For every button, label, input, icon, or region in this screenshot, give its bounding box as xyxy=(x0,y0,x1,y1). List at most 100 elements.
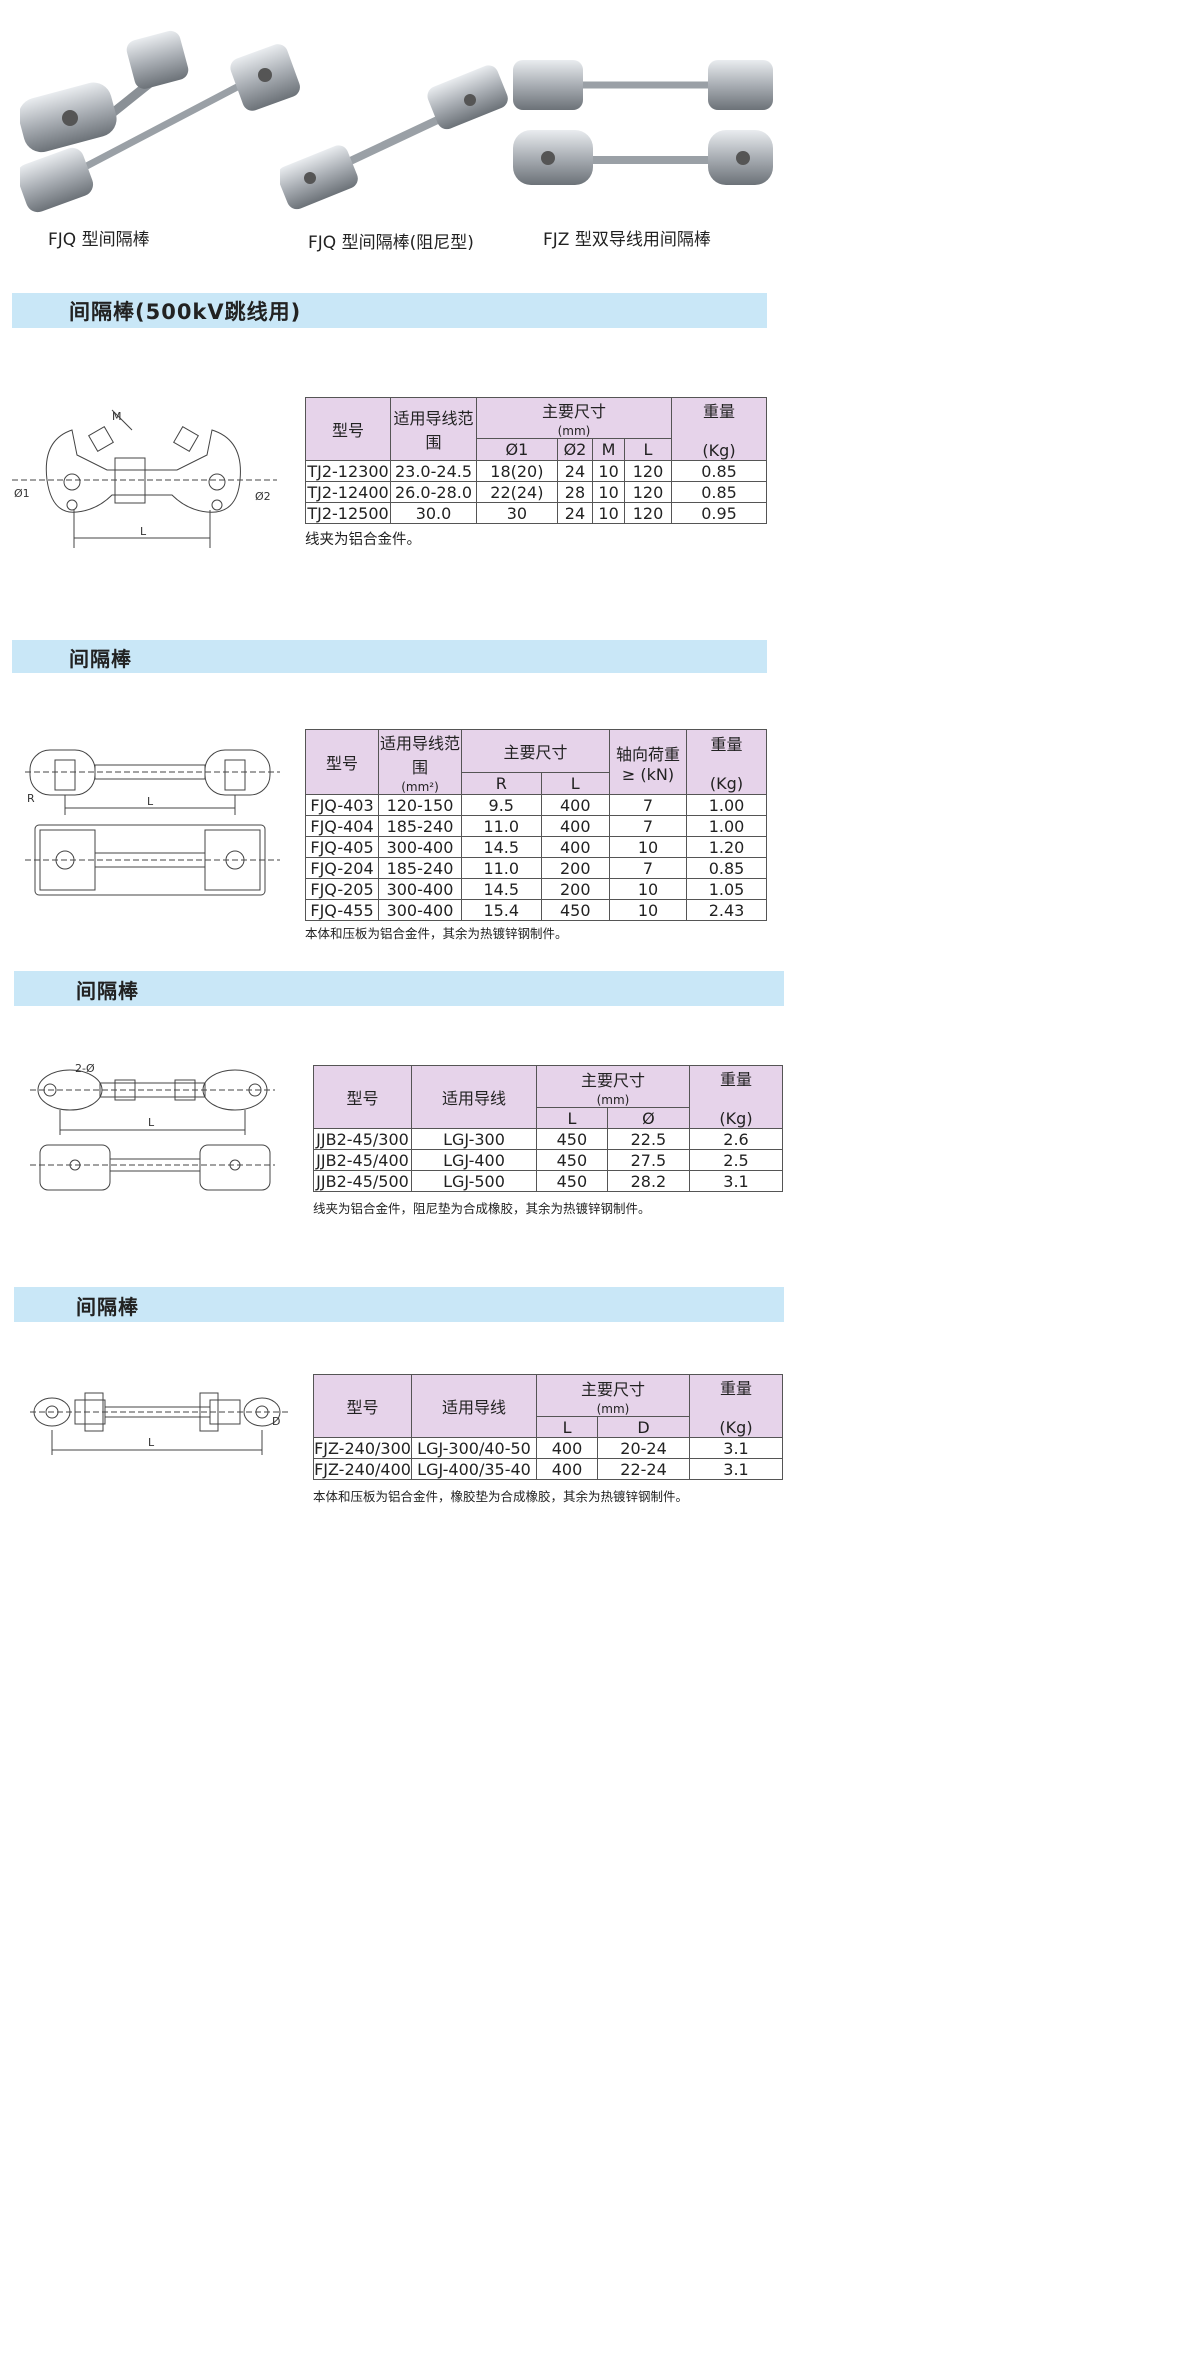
section-1-header: 间隔棒(500kV跳线用) xyxy=(12,293,767,328)
cell: LGJ-300 xyxy=(411,1128,537,1150)
header-col-r: R xyxy=(461,772,542,795)
header-weight: 重量 (Kg) xyxy=(671,397,767,461)
cell: 22-24 xyxy=(597,1458,690,1480)
cell: 450 xyxy=(536,1149,608,1171)
section-2-drawing-label-r: R xyxy=(27,792,35,805)
cell: FJQ-204 xyxy=(305,857,379,879)
cell: 400 xyxy=(540,794,610,816)
header-range-label: 适用导线范围 xyxy=(379,734,460,777)
cell: 300-400 xyxy=(378,878,462,900)
cell: JJB2-45/400 xyxy=(313,1149,412,1171)
header-range: 适用导线 xyxy=(411,1065,537,1129)
cell: 10 xyxy=(592,502,625,524)
cell: 0.95 xyxy=(671,502,767,524)
cell: 30.0 xyxy=(390,502,477,524)
cell: FJQ-455 xyxy=(305,899,379,921)
header-model: 型号 xyxy=(305,397,391,461)
section-4-header: 间隔棒 xyxy=(14,1287,784,1322)
cell: TJ2-12300 xyxy=(305,460,391,482)
cell: 1.20 xyxy=(686,836,767,858)
cell: FJZ-240/400 xyxy=(313,1458,412,1480)
cell: FJQ-205 xyxy=(305,878,379,900)
cell: 450 xyxy=(540,899,610,921)
cell: 400 xyxy=(540,815,610,837)
cell: 120 xyxy=(623,502,673,524)
cell: 120-150 xyxy=(378,794,462,816)
header-col-l: L xyxy=(623,438,673,461)
section-3-drawing-label-l: L xyxy=(148,1116,155,1129)
cell: LGJ-300/40-50 xyxy=(411,1437,537,1459)
header-col-l: L xyxy=(536,1107,608,1129)
cell: LGJ-400/35-40 xyxy=(411,1458,537,1480)
cell: LGJ-500 xyxy=(411,1170,537,1192)
section-3-title: 间隔棒 xyxy=(76,979,139,1003)
cell: 9.5 xyxy=(461,794,542,816)
cell: 400 xyxy=(540,836,610,858)
header-col-l: L xyxy=(535,1416,599,1438)
header-weight-label: 重量 xyxy=(702,402,735,421)
cell: 10 xyxy=(609,899,687,921)
section-1-drawing-label-d1: Ø1 xyxy=(14,487,30,500)
cell: 400 xyxy=(535,1437,599,1459)
header-dims: 主要尺寸 (mm) xyxy=(476,397,672,439)
header-dims-label: 主要尺寸 xyxy=(541,402,606,421)
cell: 300-400 xyxy=(378,836,462,858)
section-4-drawing: L D xyxy=(30,1385,290,1460)
section-3-header: 间隔棒 xyxy=(14,971,784,1006)
section-2-drawing-label-l: L xyxy=(147,795,154,808)
header-weight: 重量 (Kg) xyxy=(686,729,767,795)
section-4-spec-table: 型号 适用导线 主要尺寸 (mm) 重量 (Kg) L D FJZ-240/30… xyxy=(313,1374,783,1480)
header-model: 型号 xyxy=(305,729,379,795)
cell: 450 xyxy=(536,1128,608,1150)
cell: 120 xyxy=(623,460,673,482)
cell: FJQ-404 xyxy=(305,815,379,837)
section-1-title: 间隔棒(500kV跳线用) xyxy=(69,300,302,324)
section-4-drawing-label-d: D xyxy=(272,1415,280,1428)
cell: 185-240 xyxy=(378,857,462,879)
cell: FJZ-240/300 xyxy=(313,1437,412,1459)
section-4-drawing-label-l: L xyxy=(148,1436,155,1449)
cell: 11.0 xyxy=(461,857,542,879)
header-model: 型号 xyxy=(313,1374,412,1438)
cell: JJB2-45/300 xyxy=(313,1128,412,1150)
header-load: 轴向荷重 ≥ (kN) xyxy=(609,729,687,795)
header-range: 适用导线范围 xyxy=(390,397,477,461)
photo-caption-1: FJQ 型间隔棒 xyxy=(48,230,150,250)
fjz-double-spacer-photo xyxy=(513,60,773,185)
fjq-spacer-photo xyxy=(20,30,300,213)
header-dims-label: 主要尺寸 xyxy=(580,1070,645,1090)
section-1-drawing-label-l: L xyxy=(140,525,147,538)
section-4-title: 间隔棒 xyxy=(76,1295,139,1319)
cell: 3.1 xyxy=(689,1170,783,1192)
cell: 23.0-24.5 xyxy=(390,460,477,482)
cell: 1.05 xyxy=(686,878,767,900)
cell: 10 xyxy=(592,481,625,503)
header-col-d2: Ø2 xyxy=(556,438,594,461)
cell: JJB2-45/500 xyxy=(313,1170,412,1192)
header-dims: 主要尺寸 (mm) xyxy=(536,1374,690,1417)
cell: 10 xyxy=(592,460,625,482)
cell: 10 xyxy=(609,878,687,900)
cell: 22(24) xyxy=(476,481,558,503)
photo-caption-2: FJQ 型间隔棒(阻尼型) xyxy=(308,233,474,253)
photo-caption-3: FJZ 型双导线用间隔棒 xyxy=(543,230,711,250)
cell: 2.6 xyxy=(689,1128,783,1150)
cell: 20-24 xyxy=(597,1437,690,1459)
header-weight: 重量 (Kg) xyxy=(689,1374,783,1438)
section-2-drawing: L R xyxy=(25,740,285,900)
header-range-unit: (mm²) xyxy=(401,780,439,794)
cell: 28.2 xyxy=(606,1170,691,1192)
header-col-l: L xyxy=(540,772,610,795)
cell: 22.5 xyxy=(606,1128,691,1150)
section-2-title: 间隔棒 xyxy=(69,647,132,671)
header-col-d: Ø xyxy=(606,1107,691,1129)
section-2-note: 本体和压板为铝合金件，其余为热镀锌钢制件。 xyxy=(305,926,568,941)
